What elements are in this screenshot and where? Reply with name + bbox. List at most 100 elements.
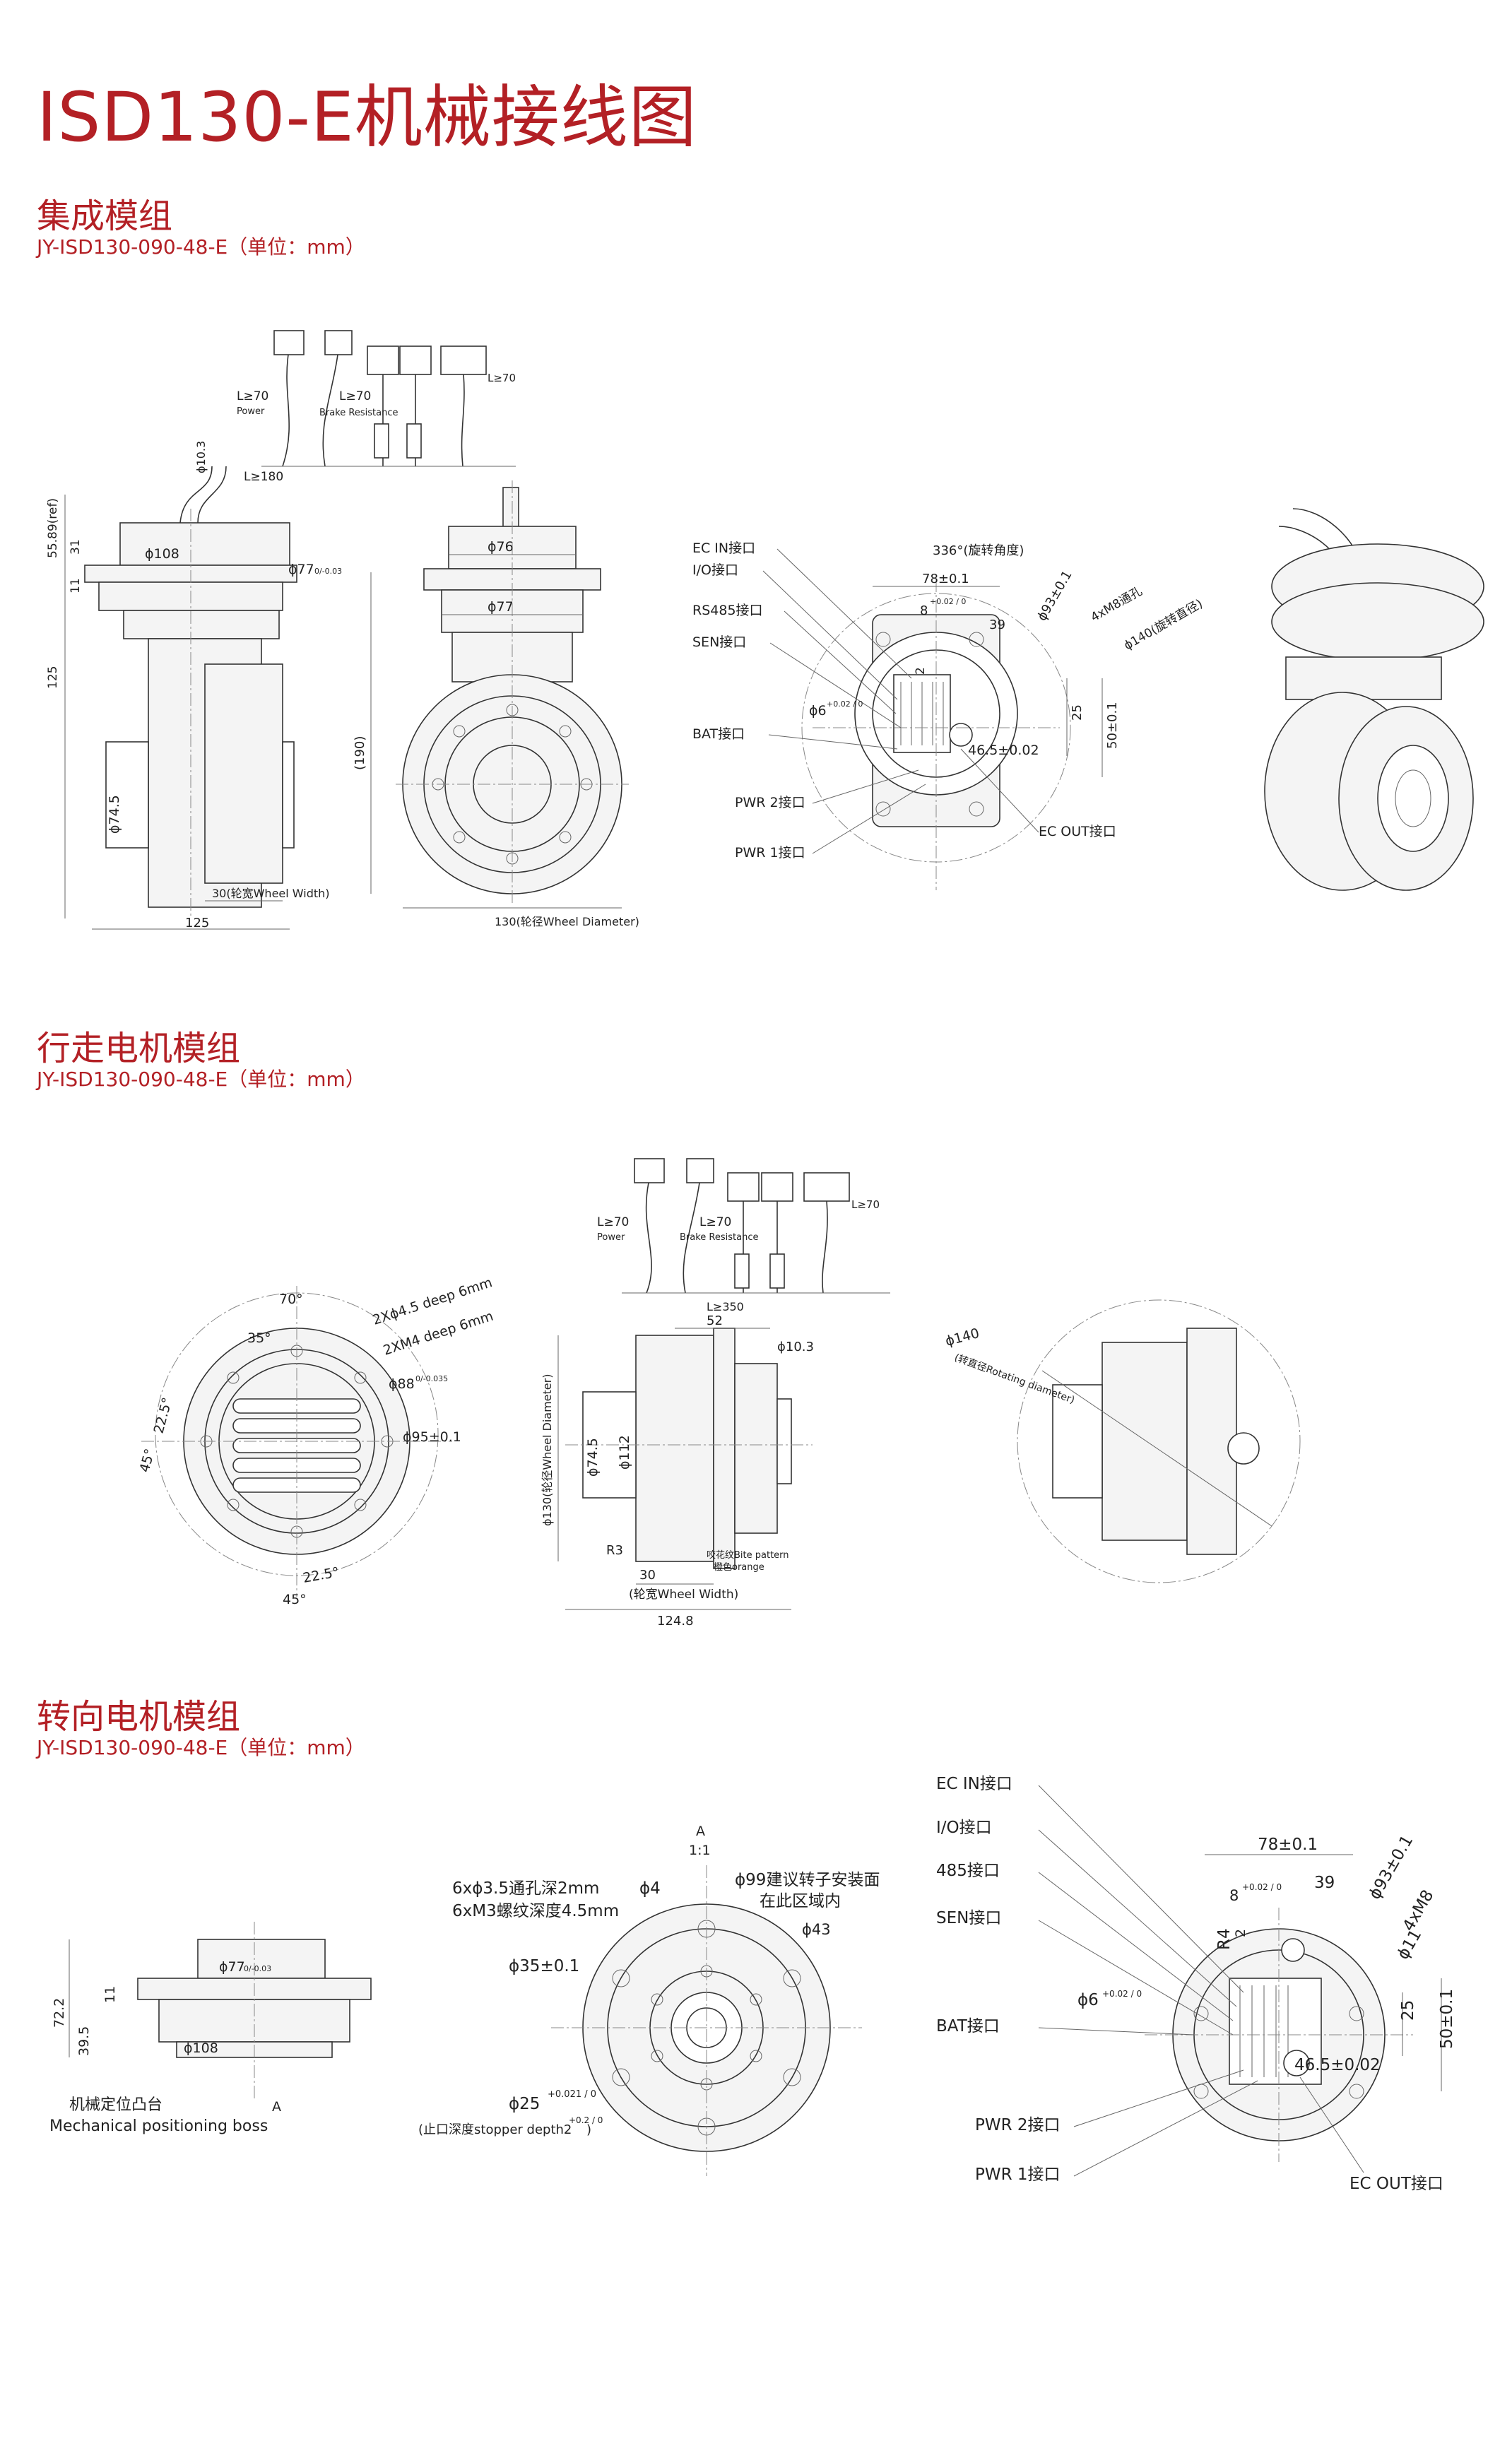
s1-phi-77: ϕ77 bbox=[288, 562, 314, 577]
s3-stopper-tol: +0.2 / 0 bbox=[569, 2115, 603, 2125]
s3-label-ec-in: EC IN接口 bbox=[936, 1775, 1012, 1793]
s2-phi-112: ϕ112 bbox=[617, 1435, 632, 1470]
s3-label-bat: BAT接口 bbox=[936, 2017, 1000, 2036]
s1-label-pwr2: PWR 2接口 bbox=[735, 795, 805, 810]
s2-side-view: L≥70 Power L≥70 Brake Resistance L≥70 L≥… bbox=[541, 1158, 890, 1629]
s3-dim-11: 11 bbox=[102, 1986, 118, 2003]
s1-m8-holes: 4xM8通孔 bbox=[1089, 584, 1145, 625]
s1-side-view: ϕ10.3 L≥180 55.89(ref) 31 11 125 ϕ108 ϕ7… bbox=[46, 441, 342, 930]
s1-label-ec-out: EC OUT接口 bbox=[1039, 824, 1116, 839]
s2-cable-brake-name: Brake Resistance bbox=[680, 1232, 758, 1243]
s3-r4: R4 bbox=[1215, 1928, 1234, 1950]
s2-phi-130: ϕ130(轮径Wheel Diameter) bbox=[541, 1374, 554, 1526]
s1-phi-77-front: ϕ77 bbox=[488, 599, 514, 615]
s3-label-io: I/O接口 bbox=[936, 1819, 992, 1837]
s1-label-pwr1: PWR 1接口 bbox=[735, 845, 805, 861]
s1-cable-brake-length: L≥70 bbox=[339, 389, 371, 403]
section-title-drive-motor: 行走电机模组 bbox=[37, 1029, 241, 1068]
s3-dim-2: 2 bbox=[1233, 1929, 1248, 1937]
s1-dim-11: 11 bbox=[69, 578, 83, 593]
s1-cable-right-length: L≥70 bbox=[488, 372, 516, 384]
s2-dim-52: 52 bbox=[707, 1313, 723, 1328]
s2-orange: 橙色orange bbox=[714, 1561, 764, 1573]
s1-dim-46-5: 46.5±0.02 bbox=[968, 743, 1039, 758]
s3-holes-m3: 6xM3螺纹深度4.5mm bbox=[452, 1902, 619, 1920]
s2-phi-10-3: ϕ10.3 bbox=[777, 1340, 814, 1354]
s3-phi-11: ϕ11 bbox=[1394, 1927, 1426, 1963]
s1-phi-76: ϕ76 bbox=[488, 539, 514, 555]
s1-label-ec-in: EC IN接口 bbox=[692, 540, 755, 556]
s3-dim-72-2: 72.2 bbox=[52, 1998, 67, 2028]
s1-cable-brake-name: Brake Resistance bbox=[319, 408, 398, 418]
s1-dim-2: 2 bbox=[914, 667, 928, 675]
s3-phi-93: ϕ93±0.1 bbox=[1366, 1832, 1417, 1903]
s3-phi-99-area: 在此区域内 bbox=[760, 1892, 841, 1910]
s3-label-pwr1: PWR 1接口 bbox=[975, 2166, 1061, 2184]
s2-phi-88: ϕ88 bbox=[389, 1376, 415, 1392]
s1-angle-336: 336°(旋转角度) bbox=[933, 543, 1024, 558]
s3-dim-50: 50±0.1 bbox=[1438, 1989, 1456, 2049]
s1-phi-6-tol: +0.02 / 0 bbox=[827, 699, 863, 709]
s3-phi-99: ϕ99建议转子安装面 bbox=[735, 1871, 880, 1889]
s1-dim-8-tol: +0.02 / 0 bbox=[930, 597, 966, 606]
s3-label-ec-out: EC OUT接口 bbox=[1349, 2175, 1443, 2193]
s2-angle-45-a: 45° bbox=[137, 1447, 158, 1474]
s2-angle-45-b: 45° bbox=[283, 1592, 307, 1607]
s1-top-view: EC IN接口 I/O接口 RS485接口 SEN接口 BAT接口 PWR 2接… bbox=[692, 540, 1205, 890]
s1-cable-power-length: L≥70 bbox=[237, 389, 268, 403]
s2-rotating-view: ϕ140 (转直径Rotating diameter) bbox=[944, 1299, 1301, 1583]
s3-phi-43: ϕ43 bbox=[802, 1921, 831, 1938]
s3-section-a-mark: A bbox=[272, 2099, 281, 2115]
s2-l-350: L≥350 bbox=[707, 1300, 744, 1313]
s2-phi-74-5: ϕ74.5 bbox=[585, 1438, 601, 1477]
s2-angle-35: 35° bbox=[247, 1330, 271, 1346]
s1-label-sen: SEN接口 bbox=[692, 634, 746, 650]
s2-wheel-width: (轮宽Wheel Width) bbox=[629, 1588, 738, 1602]
s3-dim-39: 39 bbox=[1314, 1874, 1335, 1892]
s1-dim-8: 8 bbox=[920, 603, 928, 618]
s3-boss-en: Mechanical positioning boss bbox=[49, 2117, 268, 2135]
section-subtitle-integrated: JY-ISD130-090-48-E（单位：mm） bbox=[37, 235, 365, 259]
s3-phi-35: ϕ35±0.1 bbox=[509, 1957, 579, 1975]
s2-width-124-8: 124.8 bbox=[657, 1614, 694, 1629]
s1-cable-power-name: Power bbox=[237, 406, 265, 417]
section-subtitle-steering-motor: JY-ISD130-090-48-E（单位：mm） bbox=[37, 1736, 365, 1759]
s2-angle-70: 70° bbox=[279, 1292, 303, 1307]
s1-isometric-view bbox=[1264, 508, 1484, 891]
s2-cable-right-length: L≥70 bbox=[851, 1198, 880, 1211]
s1-width-125: 125 bbox=[185, 916, 209, 930]
s3-phi-25: ϕ25 bbox=[509, 2095, 540, 2113]
s2-cable-power-name: Power bbox=[597, 1232, 625, 1243]
s1-phi-10-3: ϕ10.3 bbox=[194, 441, 208, 473]
s1-phi-93: ϕ93±0.1 bbox=[1034, 568, 1075, 623]
s2-rotating-diameter: (转直径Rotating diameter) bbox=[953, 1352, 1077, 1406]
s1-phi-74-5: ϕ74.5 bbox=[107, 795, 122, 834]
s3-dim-78: 78±0.1 bbox=[1258, 1836, 1318, 1854]
s3-label-sen: SEN接口 bbox=[936, 1909, 1001, 1927]
s1-wheel-width: 30(轮宽Wheel Width) bbox=[212, 887, 330, 900]
s1-label-io: I/O接口 bbox=[692, 562, 738, 578]
s3-m8: 4xM8 bbox=[1400, 1887, 1438, 1934]
section-subtitle-drive-motor: JY-ISD130-090-48-E（单位：mm） bbox=[37, 1068, 365, 1091]
s2-phi-140: ϕ140 bbox=[944, 1325, 981, 1349]
s1-dim-78: 78±0.1 bbox=[922, 572, 969, 586]
s1-label-bat: BAT接口 bbox=[692, 726, 745, 742]
s3-dim-8-tol: +0.02 / 0 bbox=[1242, 1882, 1282, 1892]
s1-front-view: ϕ76 ϕ77 (190) 130(轮径Wheel Diameter) bbox=[353, 480, 639, 928]
s1-phi-108: ϕ108 bbox=[145, 546, 179, 562]
s3-label-485: 485接口 bbox=[936, 1862, 1000, 1880]
s3-section-a: A bbox=[696, 1824, 705, 1839]
s1-phi-6: ϕ6 bbox=[809, 703, 827, 719]
s3-stopper: (止口深度stopper depth2 bbox=[418, 2122, 572, 2137]
s1-wheel-diameter: 130(轮径Wheel Diameter) bbox=[495, 915, 639, 928]
s1-label-rs485: RS485接口 bbox=[692, 603, 763, 618]
page-title: ISD130-E机械接线图 bbox=[37, 78, 697, 157]
s1-dim-55-89: 55.89(ref) bbox=[46, 498, 60, 558]
s1-phi-140: ϕ140(旋转直径) bbox=[1122, 597, 1205, 654]
s2-angle-22-5-b: 22.5° bbox=[302, 1564, 341, 1586]
s3-label-pwr2: PWR 2接口 bbox=[975, 2116, 1061, 2134]
s3-scale: 1:1 bbox=[689, 1843, 711, 1858]
s2-r3: R3 bbox=[606, 1543, 623, 1558]
s3-phi-6: ϕ6 bbox=[1077, 1991, 1099, 2009]
